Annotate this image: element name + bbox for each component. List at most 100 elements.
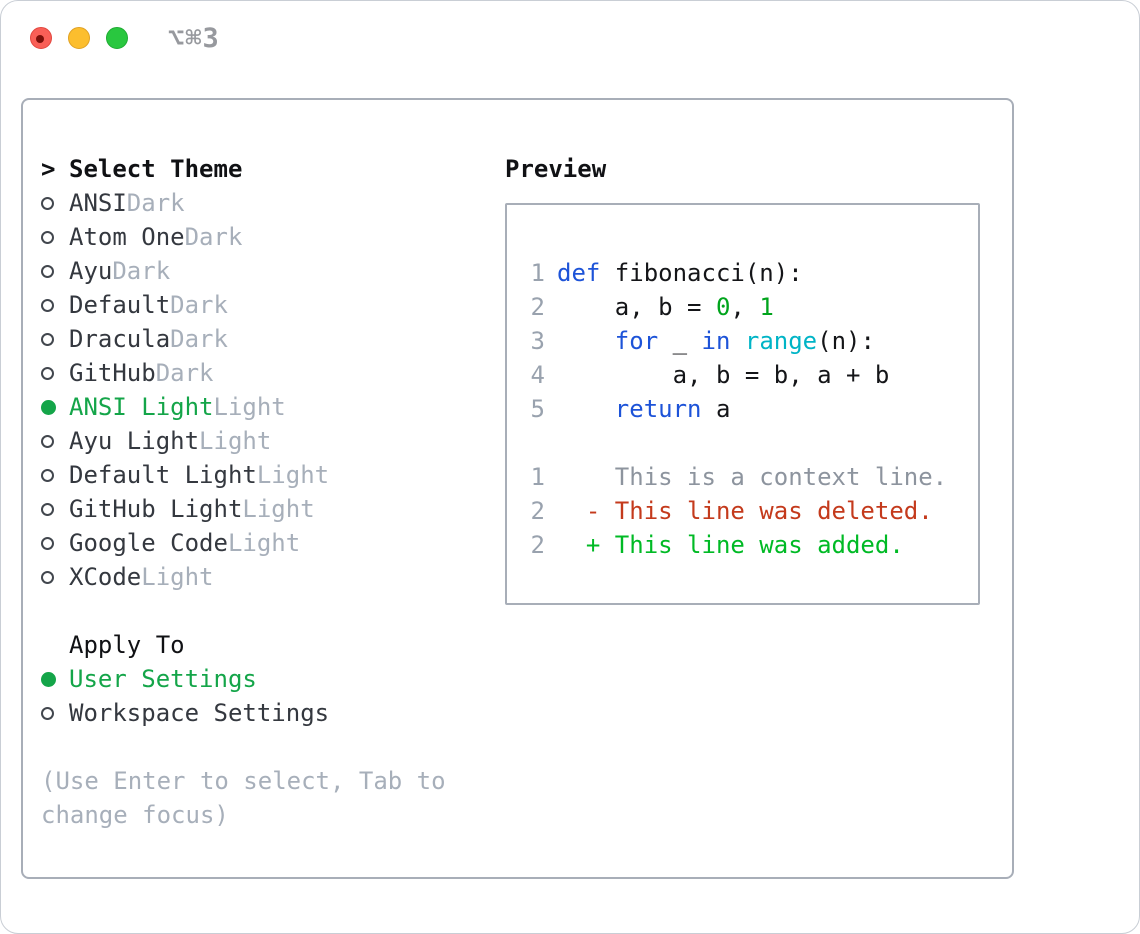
radio-unselected-icon: [41, 332, 69, 346]
apply-to-option[interactable]: Workspace Settings: [41, 696, 486, 730]
radio-unselected-icon: [41, 570, 69, 584]
line-number: 3: [530, 327, 545, 355]
theme-variant: Light: [242, 495, 315, 523]
theme-variant: Dark: [112, 257, 171, 285]
code-line: 3 for _ in range(n):: [523, 324, 978, 358]
help-text: (Use Enter to select, Tab to change focu…: [41, 767, 446, 829]
theme-variant: Dark: [170, 291, 228, 319]
code-line: 2 a, b = 0, 1: [523, 290, 978, 324]
maximize-button-icon[interactable]: [106, 27, 128, 49]
code-text: return a: [557, 395, 731, 423]
theme-option[interactable]: ANSI Dark: [41, 186, 486, 220]
line-number: 1: [530, 463, 545, 491]
code-line: 1 def fibonacci(n):: [523, 256, 978, 290]
theme-option[interactable]: Default Dark: [41, 288, 486, 322]
theme-name: GitHub Light: [69, 495, 243, 523]
code-text: This is a context line.: [557, 463, 948, 491]
theme-option[interactable]: ANSI Light Light: [41, 390, 486, 424]
apply-to-header-label: Apply To: [69, 631, 185, 659]
theme-name: Google Code: [69, 529, 228, 557]
radio-unselected-icon: [41, 502, 69, 516]
theme-name: Default: [69, 291, 171, 319]
theme-variant: Dark: [170, 325, 228, 353]
theme-option[interactable]: Google Code Light: [41, 526, 486, 560]
code-line: 5 return a: [523, 392, 978, 426]
spacer: [41, 730, 486, 764]
code-text: + This line was added.: [557, 531, 904, 559]
radio-selected-icon: [41, 671, 69, 687]
spacer: [41, 594, 486, 628]
code-text: a, b = b, a + b: [557, 361, 890, 389]
theme-option[interactable]: GitHub Light Light: [41, 492, 486, 526]
theme-option[interactable]: GitHub Dark: [41, 356, 486, 390]
code-line: 2 - This line was deleted.: [523, 494, 978, 528]
theme-name: XCode: [69, 563, 142, 591]
radio-unselected-icon: [41, 196, 69, 210]
radio-unselected-icon: [41, 298, 69, 312]
theme-option[interactable]: Atom One Dark: [41, 220, 486, 254]
theme-name: Default Light: [69, 461, 257, 489]
select-theme-header: > Select Theme: [41, 152, 486, 186]
code-text: a, b = 0, 1: [557, 293, 774, 321]
code-text: - This line was deleted.: [557, 497, 933, 525]
theme-option[interactable]: Ayu Dark: [41, 254, 486, 288]
code-line: 4 a, b = b, a + b: [523, 358, 978, 392]
code-text: def fibonacci(n):: [557, 259, 803, 287]
code-text: for _ in range(n):: [614, 327, 875, 355]
minimize-button-icon[interactable]: [68, 27, 90, 49]
theme-name: GitHub: [69, 359, 156, 387]
theme-variant: Light: [256, 461, 330, 489]
code-line: 1 This is a context line.: [523, 460, 978, 494]
theme-name: ANSI Light: [69, 393, 214, 421]
window-title-shortcut: ⌥⌘3: [168, 23, 220, 54]
radio-unselected-icon: [41, 706, 69, 720]
theme-variant: Dark: [184, 223, 243, 251]
preview-title: Preview: [505, 155, 607, 183]
theme-variant: Dark: [126, 189, 185, 217]
titlebar: [30, 27, 144, 49]
line-number: 1: [530, 259, 545, 287]
apply-to-option[interactable]: User Settings: [41, 662, 486, 696]
theme-variant: Dark: [155, 359, 214, 387]
radio-unselected-icon: [41, 264, 69, 278]
theme-variant: Light: [141, 563, 214, 591]
radio-unselected-icon: [41, 434, 69, 448]
line-number: 4: [530, 361, 545, 389]
theme-option[interactable]: Ayu Light Light: [41, 424, 486, 458]
theme-name: Atom One: [69, 223, 185, 251]
theme-name: Dracula: [69, 325, 171, 353]
code-line: 2 + This line was added.: [523, 528, 978, 562]
theme-variant: Light: [199, 427, 272, 455]
apply-to-option-label: Workspace Settings: [69, 699, 330, 727]
theme-name: Ayu Light: [69, 427, 200, 455]
radio-selected-icon: [41, 399, 69, 415]
theme-variant: Light: [227, 529, 301, 557]
radio-unselected-icon: [41, 468, 69, 482]
radio-unselected-icon: [41, 536, 69, 550]
theme-variant: Light: [213, 393, 286, 421]
close-button-icon[interactable]: [30, 27, 52, 49]
line-number: 2: [530, 497, 545, 525]
theme-name: Ayu: [69, 257, 113, 285]
theme-name: ANSI: [69, 189, 127, 217]
theme-option[interactable]: Default Light Light: [41, 458, 486, 492]
code-line: [523, 426, 978, 460]
theme-option[interactable]: Dracula Dark: [41, 322, 486, 356]
select-theme-header-label: Select Theme: [69, 155, 243, 183]
line-number: 2: [530, 531, 545, 559]
line-number: 5: [530, 395, 545, 423]
radio-unselected-icon: [41, 230, 69, 244]
radio-unselected-icon: [41, 366, 69, 380]
apply-to-option-label: User Settings: [69, 665, 257, 693]
apply-to-header: Apply To: [41, 628, 486, 662]
theme-option[interactable]: XCode Light: [41, 560, 486, 594]
cursor-prompt-icon: >: [41, 155, 56, 183]
